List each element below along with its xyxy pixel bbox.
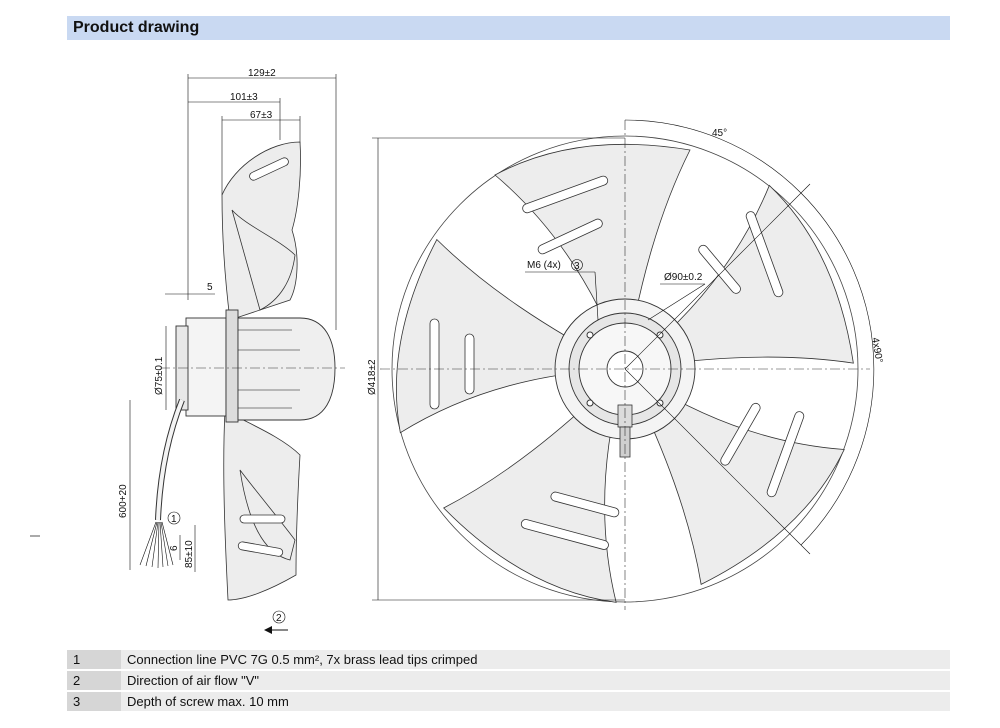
note-text: Depth of screw max. 10 mm (121, 691, 950, 713)
dim-screw: M6 (4x) (527, 260, 561, 271)
table-row: 2 Direction of air flow "V" (67, 670, 950, 692)
dim-fan-dia: Ø418±2 (367, 359, 378, 395)
dim-depth-3: 67±3 (250, 110, 273, 121)
section-title: Product drawing (73, 19, 200, 36)
side-view: 129±2 101±3 67±3 5 Ø75±0.1 600+20 85±10 (118, 68, 345, 634)
dim-angle-45: 45° (712, 128, 727, 139)
dim-offset: 5 (207, 282, 213, 293)
dim-bolt-circle: Ø90±0.2 (664, 272, 703, 283)
airflow-arrow-icon (264, 626, 272, 634)
note-text: Direction of air flow "V" (121, 670, 950, 692)
table-row: 1 Connection line PVC 7G 0.5 mm², 7x bra… (67, 650, 950, 671)
ref-3-label: 3 (574, 261, 580, 272)
note-text: Connection line PVC 7G 0.5 mm², 7x brass… (121, 650, 950, 671)
dim-angle-4x90: 4x90° (869, 337, 884, 364)
ref-2-label: 2 (276, 613, 282, 624)
dim-lead-length: 85±10 (184, 540, 195, 568)
dim-cable-length: 600+20 (118, 484, 129, 518)
front-view: Ø418±2 45° 4x90° Ø90±0.2 M6 (4x) 3 (367, 119, 884, 610)
dim-depth-2: 101±3 (230, 92, 258, 103)
note-number: 2 (67, 670, 121, 692)
dim-overall-depth: 129±2 (248, 68, 276, 79)
ref-1-label: 1 (171, 514, 177, 525)
note-number: 1 (67, 650, 121, 671)
note-number: 3 (67, 691, 121, 713)
notes-table: 1 Connection line PVC 7G 0.5 mm², 7x bra… (67, 650, 950, 713)
dim-lead-small: 6 (169, 545, 180, 551)
section-header: Product drawing (67, 16, 950, 40)
dim-shaft-dia: Ø75±0.1 (154, 356, 165, 395)
table-row: 3 Depth of screw max. 10 mm (67, 691, 950, 713)
